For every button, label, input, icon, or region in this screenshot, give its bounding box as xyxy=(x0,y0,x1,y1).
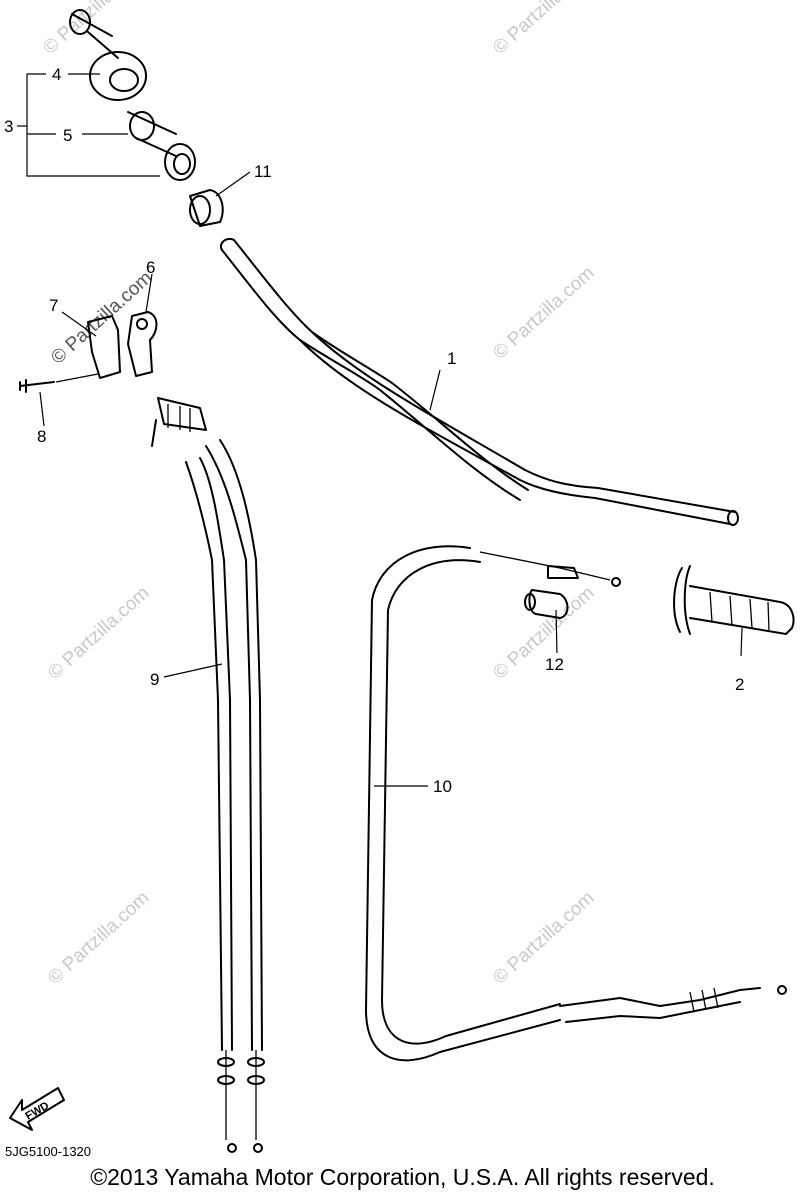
callout-10: 10 xyxy=(433,777,452,796)
watermarks: © Partzilla.com © Partzilla.com © Partzi… xyxy=(39,0,598,989)
callout-12: 12 xyxy=(545,655,564,674)
clutch-cable xyxy=(365,545,787,1062)
callouts: 1 2 3 4 5 6 7 8 9 10 11 12 xyxy=(4,65,744,796)
watermark: © Partzilla.com xyxy=(489,262,598,363)
watermark: © Partzilla.com xyxy=(39,0,148,59)
forward-direction-arrow: FWD xyxy=(9,1087,65,1131)
callout-11: 11 xyxy=(254,162,272,181)
handlebar xyxy=(220,238,739,526)
watermark: © Partzilla.com xyxy=(44,887,153,988)
right-grip xyxy=(673,565,795,635)
diagram-part-code: 5JG5100-1320 xyxy=(5,1144,92,1159)
collar xyxy=(189,189,224,227)
callout-3: 3 xyxy=(4,117,13,136)
callout-9: 9 xyxy=(150,670,159,689)
callout-5: 5 xyxy=(63,126,72,145)
callout-7: 7 xyxy=(49,296,58,315)
throttle-cables xyxy=(151,397,265,1153)
copyright-notice: ©2013 Yamaha Motor Corporation, U.S.A. A… xyxy=(90,1164,715,1190)
throttle-housing xyxy=(19,311,158,393)
callout-6: 6 xyxy=(146,258,155,277)
callout-8: 8 xyxy=(37,427,46,446)
callout-2: 2 xyxy=(735,675,744,694)
callout-1: 1 xyxy=(447,349,456,368)
watermark: © Partzilla.com xyxy=(489,887,598,988)
forward-direction-label: FWD xyxy=(24,1100,52,1123)
left-grip-assembly xyxy=(69,9,196,181)
cable-adjuster xyxy=(524,589,569,619)
leader-lines xyxy=(17,73,743,787)
watermark: © Partzilla.com xyxy=(44,582,153,683)
callout-4: 4 xyxy=(52,65,61,84)
watermark: © Partzilla.com xyxy=(489,582,598,683)
watermark: © Partzilla.com xyxy=(489,0,598,59)
